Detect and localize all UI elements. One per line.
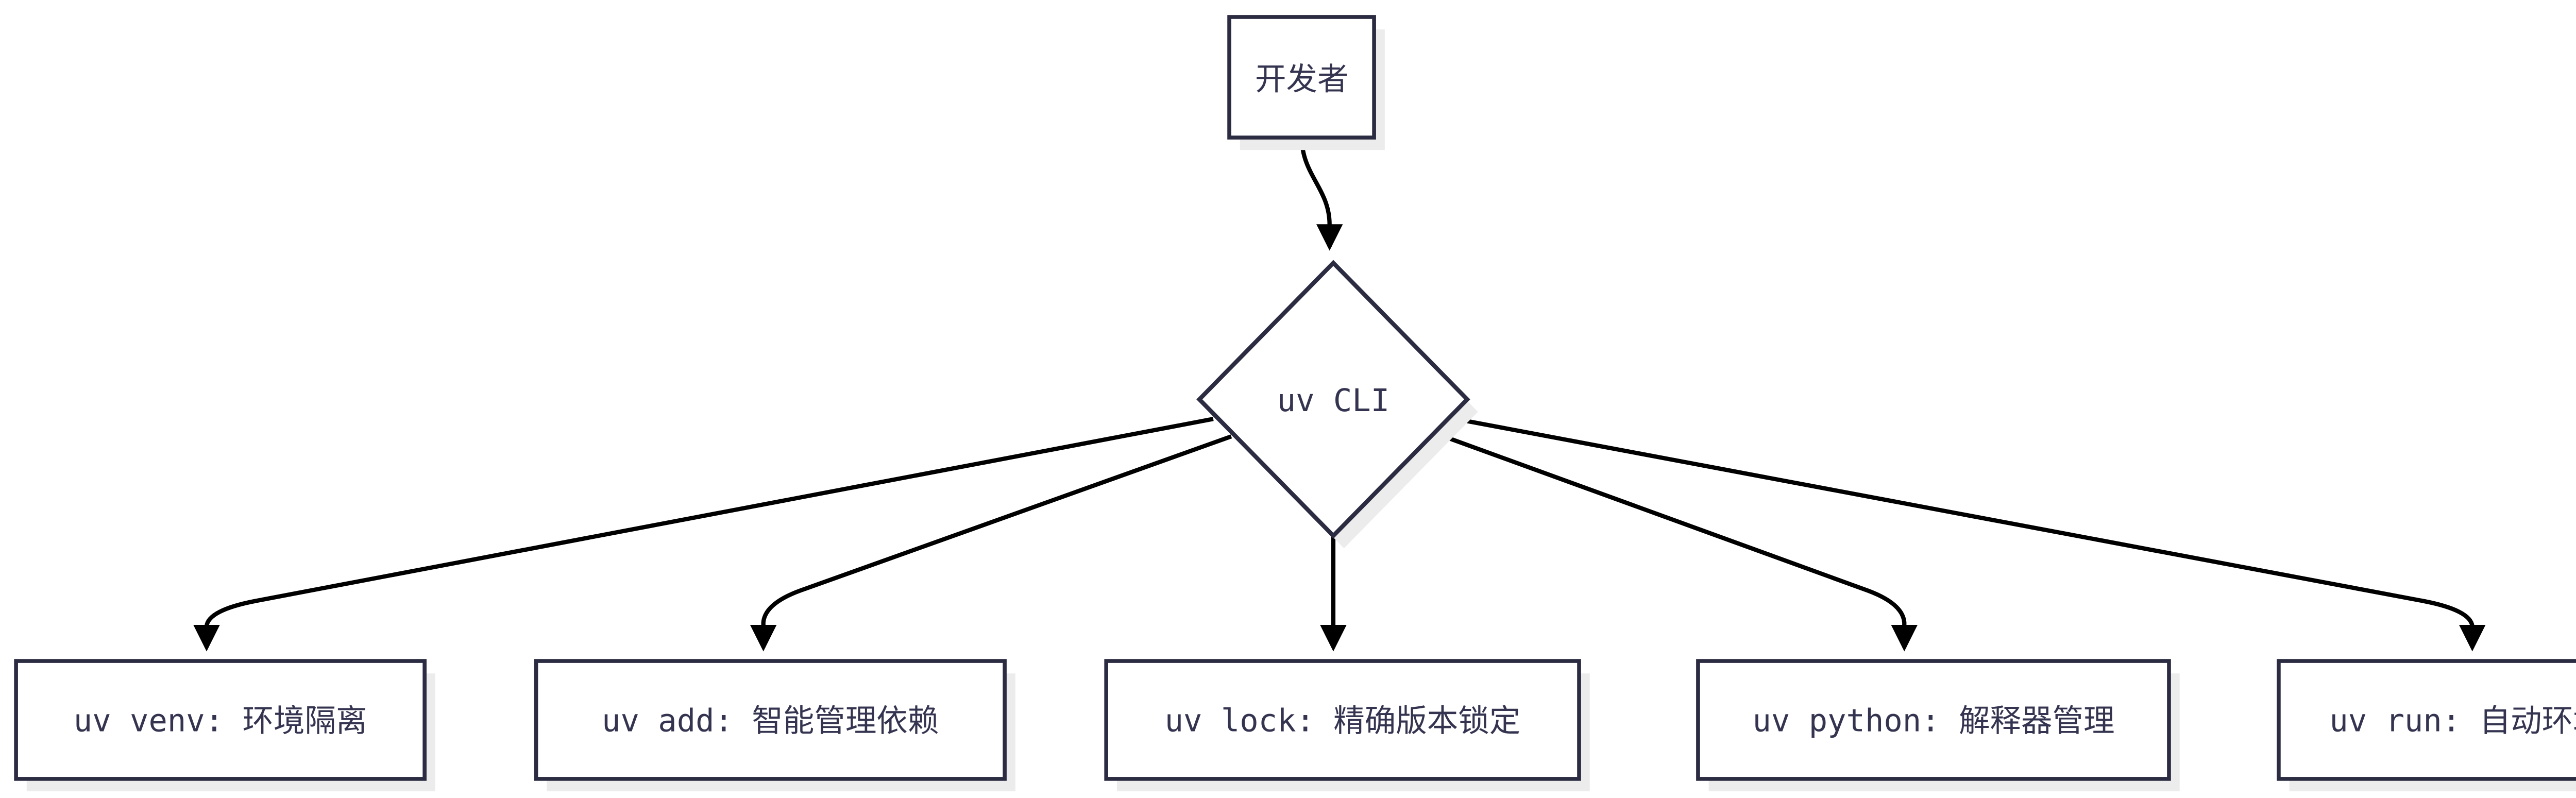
edge-cli-venv [193, 417, 1214, 652]
node-cli: uv CLI [1196, 260, 1478, 549]
node-python: uv python: 解释器管理 [1696, 659, 2180, 792]
node-cli-diamond [1196, 260, 1470, 539]
node-developer: 开发者 [1227, 15, 1385, 150]
node-developer-label: 开发者 [1255, 61, 1348, 97]
edge-cli-run [1452, 416, 2486, 652]
node-lock-label: uv lock: 精确版本锁定 [1165, 703, 1521, 739]
node-run-box [2277, 659, 2576, 781]
node-venv: uv venv: 环境隔离 [14, 659, 435, 792]
node-run-label: uv run: 自动环境执行 [2329, 703, 2576, 739]
edge-cli-python [1437, 432, 1918, 652]
node-add-label: uv add: 智能管理依赖 [602, 703, 939, 739]
node-add: uv add: 智能管理依赖 [534, 659, 1015, 792]
edge-developer-cli [1299, 138, 1343, 251]
node-lock-box [1104, 659, 1581, 781]
node-python-box [1696, 659, 2171, 781]
node-add-box [534, 659, 1007, 781]
node-run: uv run: 自动环境执行 [2277, 659, 2576, 792]
edges-layer [193, 138, 2486, 652]
node-venv-label: uv venv: 环境隔离 [74, 703, 367, 739]
edge-cli-add [750, 434, 1232, 652]
node-lock: uv lock: 精确版本锁定 [1104, 659, 1590, 792]
node-python-label: uv python: 解释器管理 [1752, 703, 2114, 739]
nodes-layer: 开发者 uv CLI uv venv: 环境隔离 uv add: 智能管理依赖 … [14, 15, 2576, 792]
node-cli-label: uv CLI [1277, 383, 1390, 419]
node-venv-box [14, 659, 427, 781]
node-developer-box [1227, 15, 1376, 140]
